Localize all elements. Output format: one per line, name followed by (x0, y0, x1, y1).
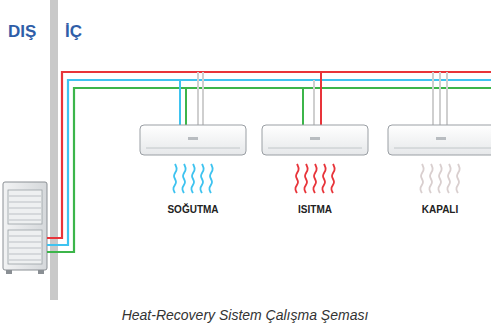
air-wave (420, 164, 423, 193)
air-wave (295, 164, 298, 193)
outdoor-unit (3, 182, 47, 274)
air-wave (182, 164, 185, 193)
air-wave (173, 164, 176, 193)
air-wave (322, 164, 325, 193)
air-wave (447, 164, 450, 193)
air-wave (429, 164, 432, 193)
zone-label: İÇ (65, 22, 82, 42)
mode-label: KAPALI (422, 204, 458, 216)
zone-label: DIŞ (8, 22, 36, 42)
air-wave (456, 164, 459, 193)
air-wave (313, 164, 316, 193)
air-wave (200, 164, 203, 193)
branch-pipes (180, 72, 447, 126)
indoor-unit (262, 125, 368, 155)
air-wave (191, 164, 194, 193)
air-flow-waves (173, 164, 459, 193)
mode-label: SOĞUTMA (167, 204, 218, 216)
air-wave (304, 164, 307, 193)
air-wave (331, 164, 334, 193)
air-wave (209, 164, 212, 193)
indoor-unit (388, 125, 491, 155)
wall (50, 0, 58, 300)
indoor-unit (140, 125, 246, 155)
figure-caption: Heat-Recovery Sistem Çalışma Şeması (122, 307, 369, 323)
mode-label: ISITMA (298, 204, 332, 216)
refrigerant-pipes (47, 72, 491, 252)
air-wave (438, 164, 441, 193)
